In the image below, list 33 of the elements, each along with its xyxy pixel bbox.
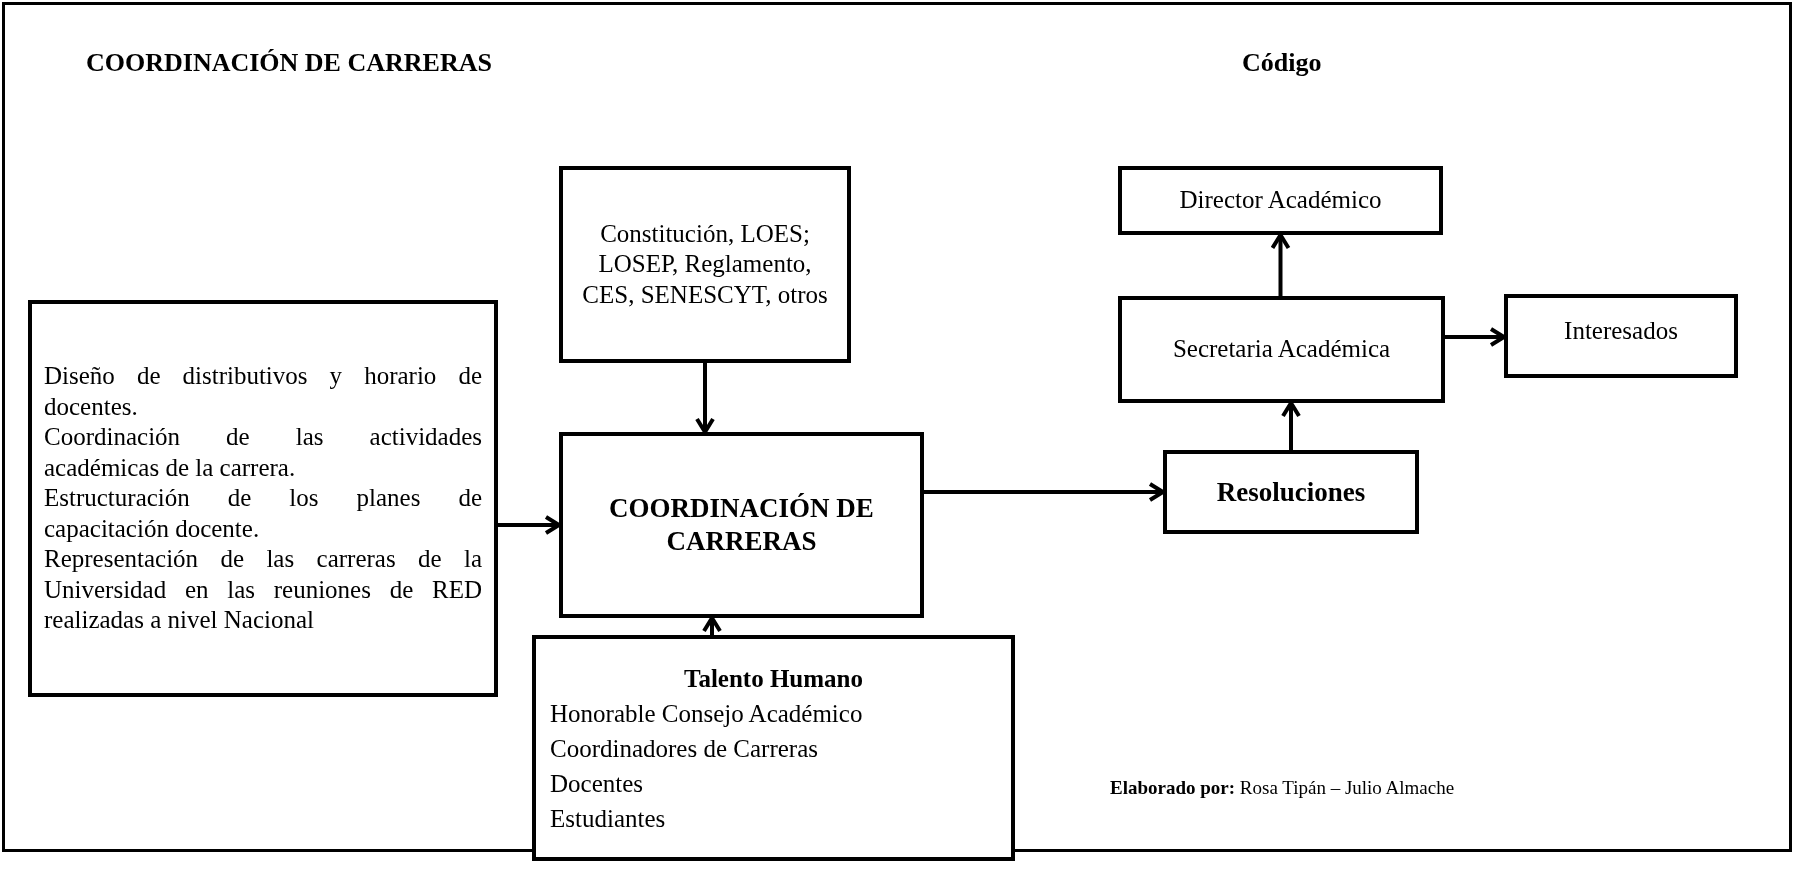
process-box bbox=[1118, 166, 1443, 235]
code-label: Código bbox=[1242, 48, 1322, 78]
process-box bbox=[28, 300, 498, 697]
arrow bbox=[1270, 233, 1291, 296]
process-box bbox=[1504, 294, 1738, 378]
arrow bbox=[498, 515, 561, 535]
item-text: Estructuración de los planes de capacitación docente. bbox=[44, 483, 482, 544]
item-text: Docentes bbox=[550, 768, 645, 799]
arrow bbox=[924, 482, 1165, 502]
arrow bbox=[695, 363, 715, 434]
node-heading: Talento Humano bbox=[683, 663, 864, 694]
item-text: Diseño de distributivos y horario de docentes. bbox=[44, 361, 482, 422]
item-text: Representación de las carreras de la Universidad en las reuniones de RED realizadas a nivel Nacional bbox=[44, 544, 482, 636]
process-box bbox=[559, 166, 851, 363]
arrow bbox=[1445, 327, 1506, 347]
arrow bbox=[702, 616, 722, 635]
node-label: Director Académico bbox=[1178, 185, 1383, 216]
item-text: Estudiantes bbox=[550, 803, 667, 834]
author-note: Elaborado por: Rosa Tipán – Julio Almache bbox=[1110, 777, 1455, 799]
process-box bbox=[1118, 296, 1445, 403]
node-label: Constitución, LOES; LOSEP, Reglamento, CES, SENESCYT, otros bbox=[581, 218, 829, 310]
node-label: COORDINACIÓN DE CARRERAS bbox=[608, 492, 875, 558]
item-text: Coordinación de las actividades académicas de la carrera. bbox=[44, 422, 482, 483]
item-text: Honorable Consejo Académico bbox=[550, 698, 864, 729]
process-box bbox=[559, 432, 924, 618]
process-box bbox=[532, 635, 1015, 861]
item-text: Coordinadores de Carreras bbox=[550, 733, 819, 764]
process-box bbox=[1163, 450, 1419, 534]
node-label: Interesados bbox=[1563, 316, 1679, 346]
arrow bbox=[1281, 401, 1301, 450]
node-label: Secretaria Académica bbox=[1171, 334, 1392, 365]
title: COORDINACIÓN DE CARRERAS bbox=[86, 48, 492, 78]
node-label: Resoluciones bbox=[1215, 475, 1367, 509]
